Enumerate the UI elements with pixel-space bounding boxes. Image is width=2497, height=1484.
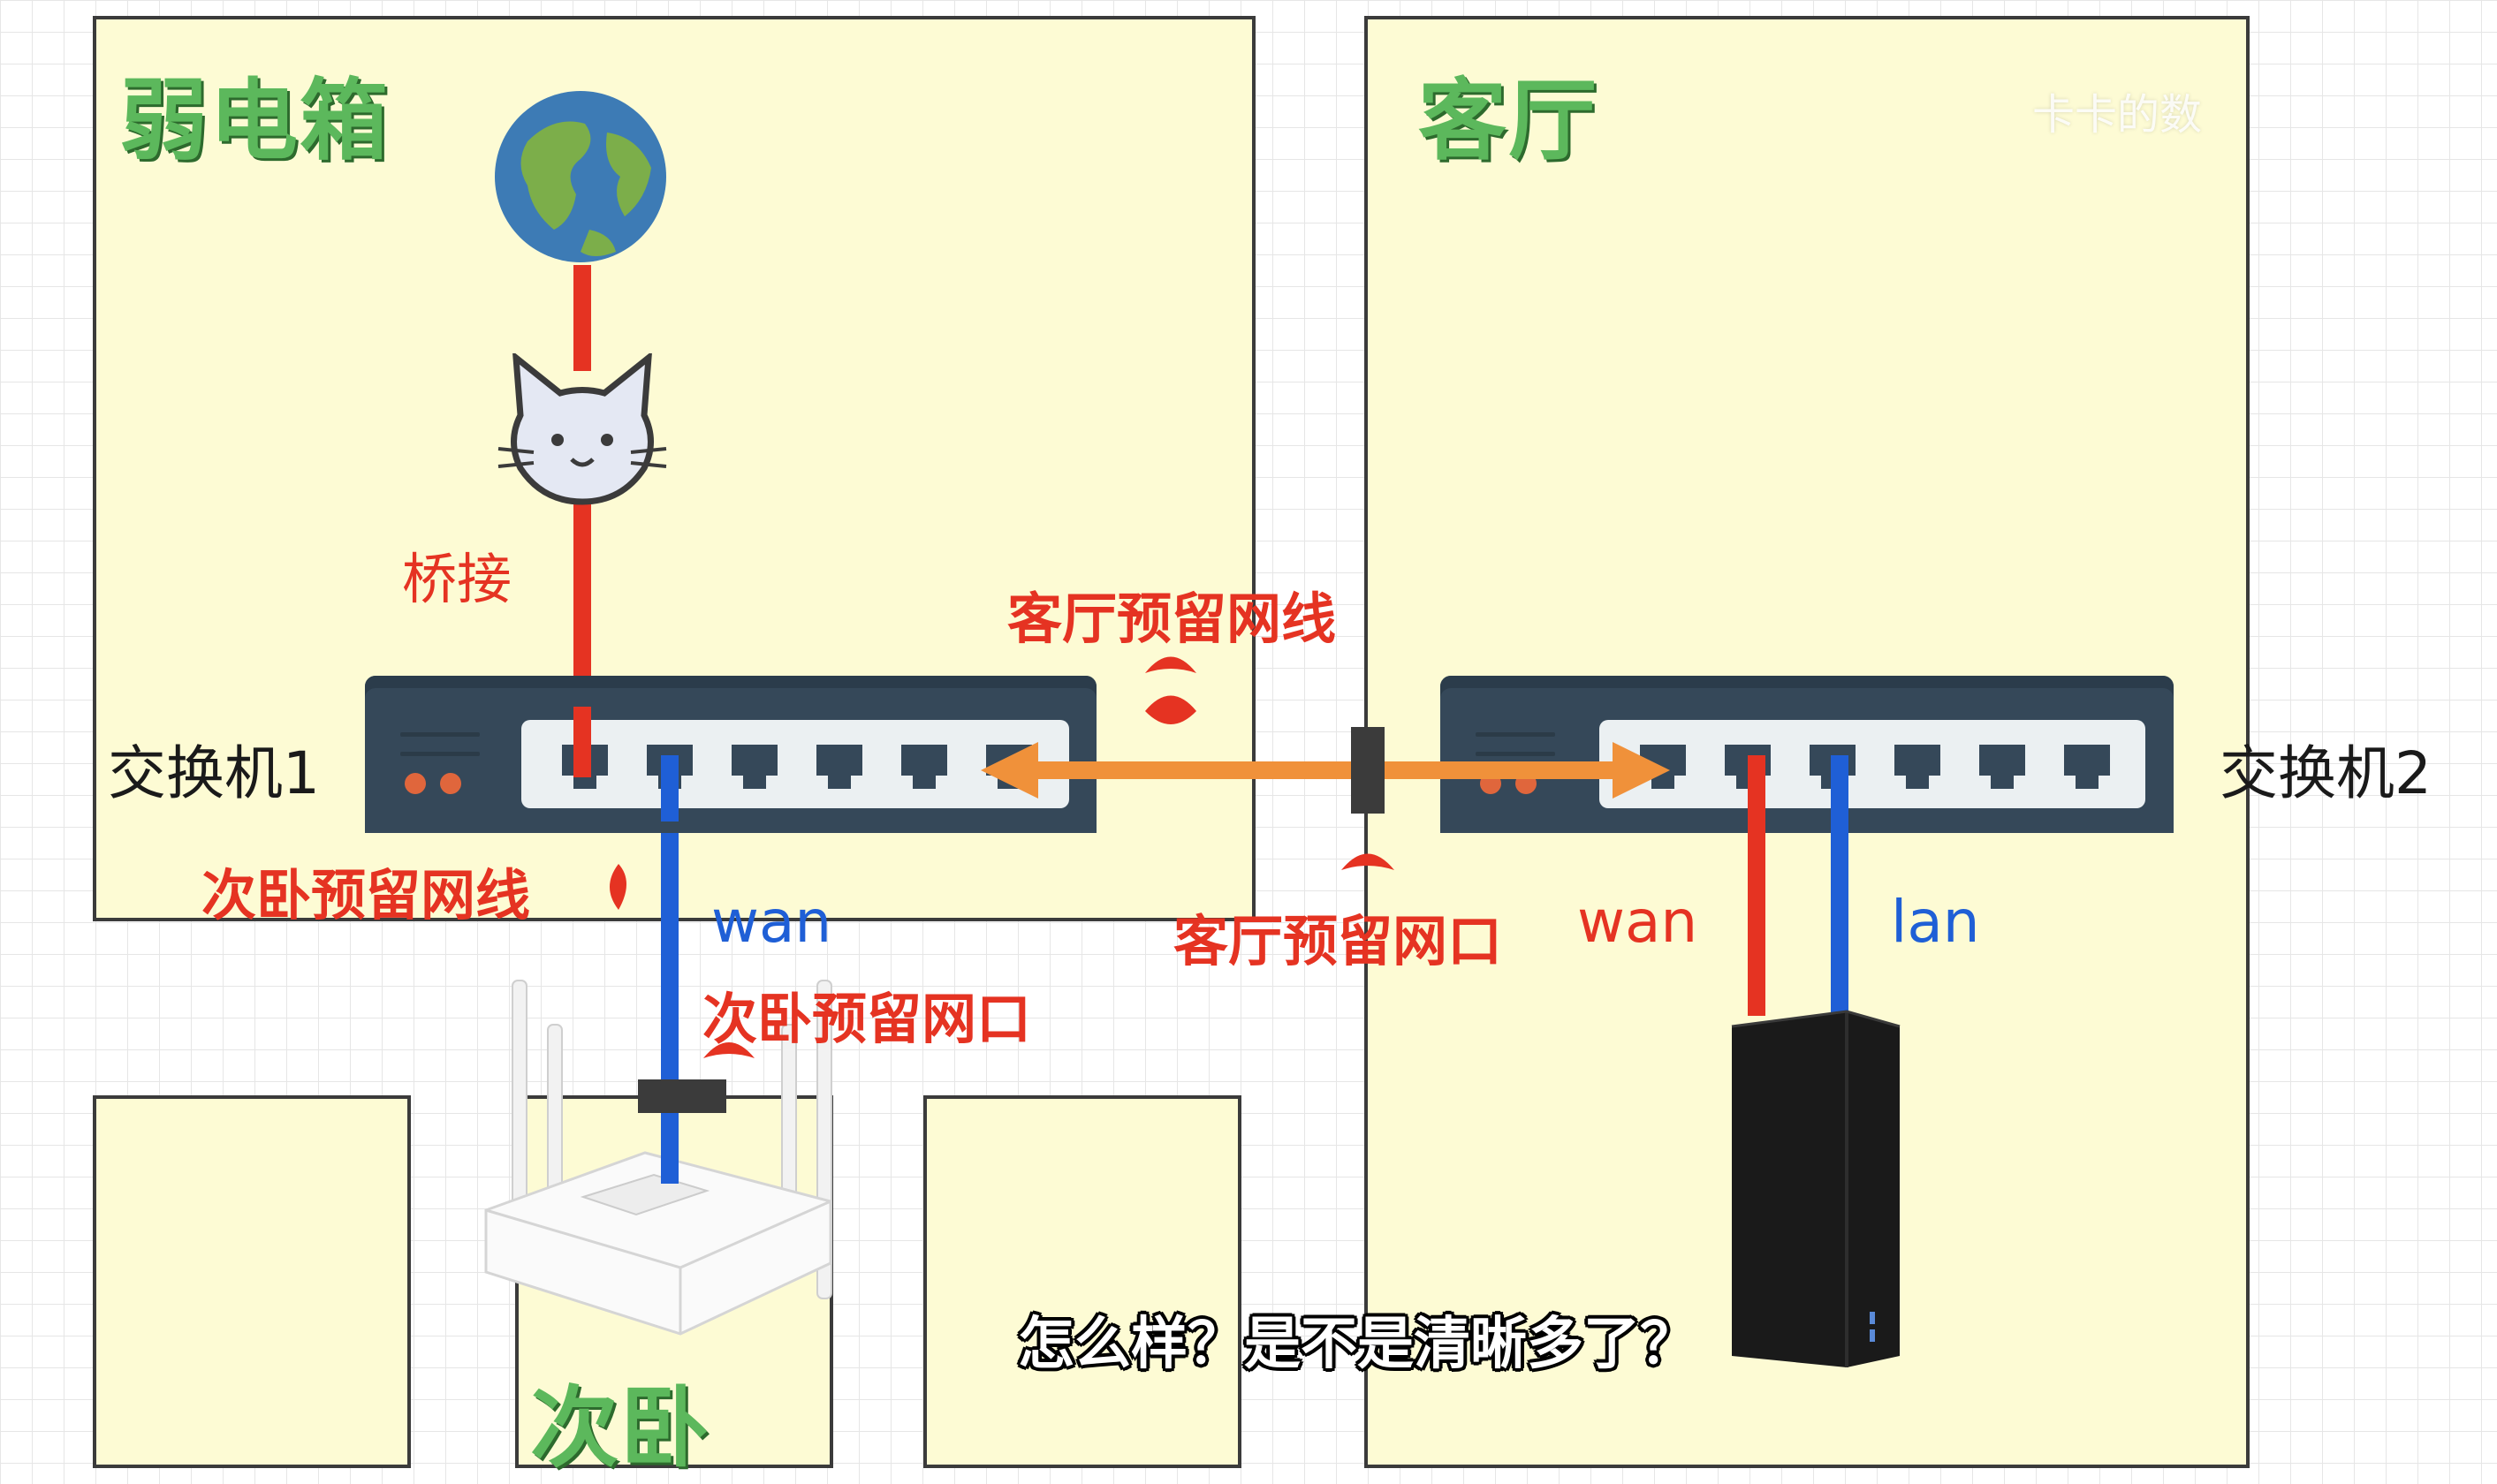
black-router-icon (1731, 1010, 1901, 1367)
marker-living-port (1341, 853, 1394, 870)
watermark: 卡卡的数 (2032, 90, 2203, 140)
switch1-led (440, 773, 461, 794)
switch1-vent (400, 732, 480, 737)
switch-2 (1440, 676, 2174, 833)
label-wan-left: wan (711, 888, 832, 956)
label-bedroom-reserved-cable: 次卧预留网线 (201, 863, 531, 928)
label-wan-right: wan (1577, 888, 1698, 956)
bedroom-wall-connector (638, 1079, 726, 1113)
plug-arrow-left (981, 742, 1038, 799)
switch2-vent (1476, 732, 1555, 737)
video-subtitle: 怎么样？是不是清晰多了？ (1018, 1312, 1696, 1377)
room-small-left (93, 1095, 411, 1468)
cat-modem-icon (497, 353, 667, 505)
label-switch-1: 交换机1 (108, 739, 320, 807)
white-router-icon (484, 980, 832, 1336)
plug-wall-connector (1351, 727, 1385, 814)
globe-icon (495, 91, 666, 262)
room-title-weak-box: 弱电箱 (119, 69, 390, 172)
label-living-reserved-port: 客厅预留网口 (1173, 909, 1503, 973)
label-lan-right: lan (1891, 888, 1980, 956)
marker-bedroom-port (703, 1042, 755, 1058)
switch1-vent (400, 752, 480, 756)
label-switch-2: 交换机2 (2220, 739, 2432, 807)
marker-bedroom-cable (610, 864, 626, 910)
plug-arrow-right (1613, 742, 1670, 799)
label-bridge: 桥接 (402, 547, 512, 611)
marker-living-cable (1145, 656, 1196, 724)
switch2-port-panel (1599, 720, 2145, 808)
room-title-living: 客厅 (1418, 69, 1598, 172)
label-living-reserved-cable: 客厅预留网线 (1007, 587, 1337, 651)
room-small-mid (923, 1095, 1241, 1468)
label-bedroom-reserved-port: 次卧预留网口 (702, 987, 1032, 1051)
switch2-vent (1476, 752, 1555, 756)
switch1-led (405, 773, 426, 794)
room-title-second-bedroom: 次卧 (530, 1376, 710, 1480)
